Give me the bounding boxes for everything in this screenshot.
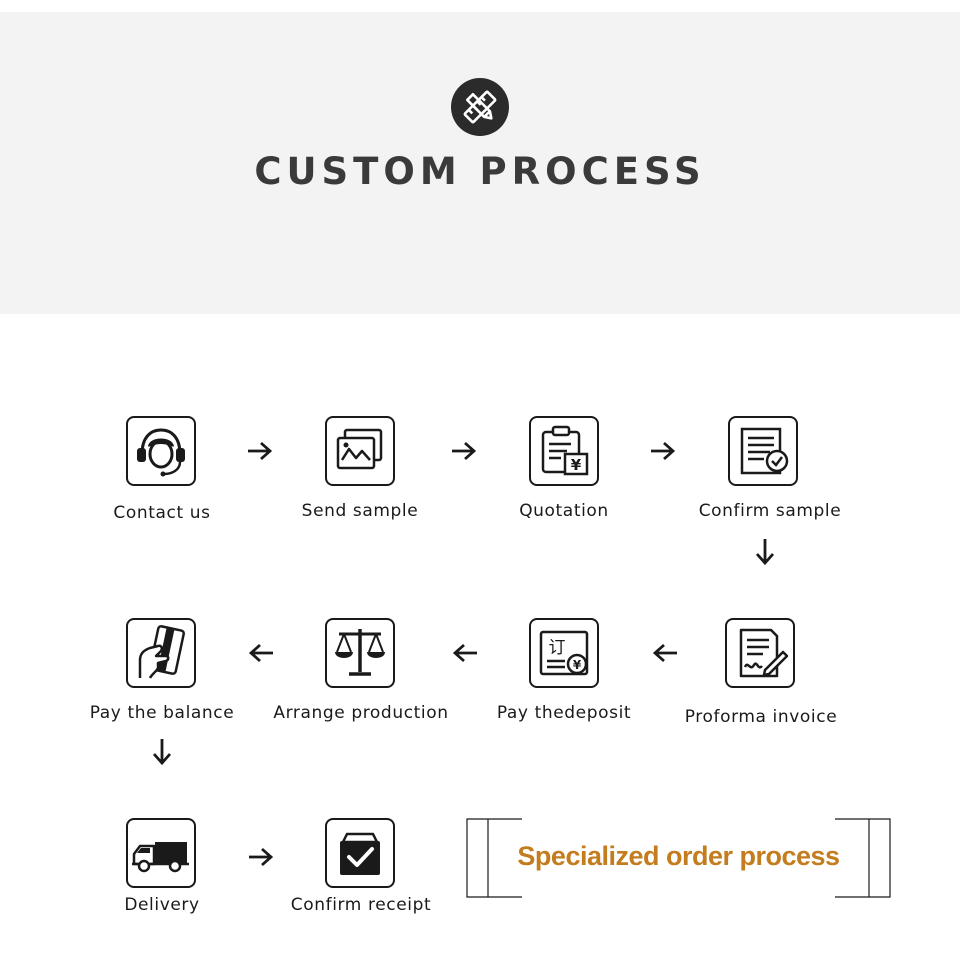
document-check-icon bbox=[728, 416, 798, 486]
image-samples-icon bbox=[325, 416, 395, 486]
step-label-arrange-production: Arrange production bbox=[273, 703, 449, 723]
clipboard-yen-icon: ¥ bbox=[529, 416, 599, 486]
arrow-down-icon bbox=[755, 539, 775, 566]
banner-text: Specialized order process bbox=[517, 841, 840, 871]
svg-text:¥: ¥ bbox=[571, 456, 582, 474]
svg-text:¥: ¥ bbox=[573, 658, 582, 672]
arrow-right-icon bbox=[452, 441, 477, 461]
step-label-delivery: Delivery bbox=[124, 895, 200, 915]
step-label-confirm-sample: Confirm sample bbox=[698, 501, 842, 521]
order-yen-icon: 订 ¥ bbox=[529, 618, 599, 688]
process-banner: Specialized order process bbox=[466, 818, 891, 898]
step-label-proforma-invoice: Proforma invoice bbox=[684, 707, 838, 727]
hand-card-icon bbox=[126, 618, 196, 688]
step-label-contact-us: Contact us bbox=[113, 503, 211, 523]
pencil-ruler-icon bbox=[451, 78, 509, 136]
arrow-right-icon bbox=[249, 847, 274, 867]
step-label-pay-balance: Pay the balance bbox=[89, 703, 235, 723]
arrow-left-icon bbox=[248, 643, 273, 663]
header-band bbox=[0, 12, 960, 314]
document-signature-icon bbox=[725, 618, 795, 688]
page-title: CUSTOM PROCESS bbox=[254, 150, 706, 193]
box-check-icon bbox=[325, 818, 395, 888]
arrow-left-icon bbox=[452, 643, 477, 663]
svg-text:订: 订 bbox=[549, 638, 566, 658]
step-label-quotation: Quotation bbox=[519, 501, 609, 521]
balance-scale-icon bbox=[325, 618, 395, 688]
banner-frame bbox=[466, 818, 891, 898]
arrow-right-icon bbox=[651, 441, 676, 461]
arrow-left-icon bbox=[652, 643, 677, 663]
step-label-confirm-receipt: Confirm receipt bbox=[290, 895, 432, 915]
step-label-pay-deposit: Pay thedeposit bbox=[496, 703, 632, 723]
arrow-right-icon bbox=[248, 441, 273, 461]
step-label-send-sample: Send sample bbox=[301, 501, 419, 521]
truck-icon bbox=[126, 818, 196, 888]
headset-support-icon bbox=[126, 416, 196, 486]
arrow-down-icon bbox=[152, 739, 172, 766]
